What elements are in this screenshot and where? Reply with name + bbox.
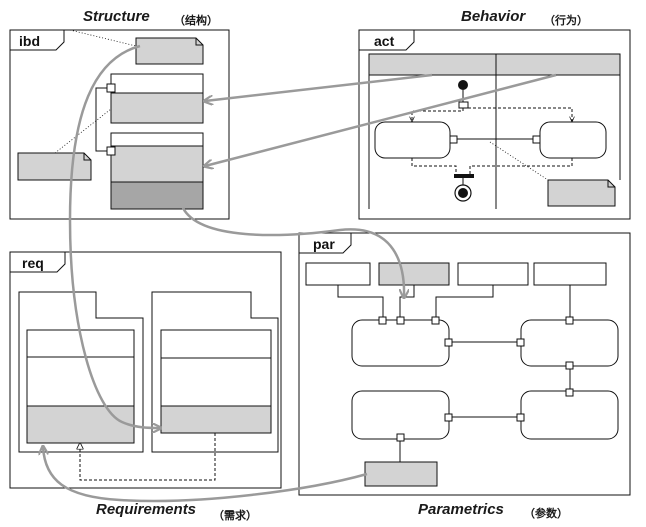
act-action-2-pin — [532, 135, 541, 144]
req-frame: req — [9, 251, 282, 489]
ibd-frame: ibd — [9, 29, 230, 220]
ibd-note-anchor-top — [69, 29, 137, 47]
act-swimlane-header-1 — [368, 53, 497, 76]
req-dependency — [80, 433, 216, 481]
arrow-act-to-ibd-part-2 — [205, 73, 557, 166]
ibd-note-top — [135, 37, 204, 65]
arrow-act-to-ibd-part-1 — [205, 73, 433, 101]
ibd-note-left — [17, 152, 92, 181]
act-frame: act — [358, 29, 631, 220]
act-frame-tab: act — [374, 33, 395, 49]
ibd-part-1-port — [106, 83, 116, 93]
act-initial-node — [458, 80, 468, 90]
par-constraint-2 — [520, 319, 619, 367]
caption-parametrics: Parametrics — [418, 501, 504, 518]
par-binding-1 — [337, 285, 384, 318]
req-requirement-1 — [18, 291, 144, 453]
act-action-1-pin — [449, 135, 458, 144]
par-constraint-3 — [351, 390, 450, 440]
caption-requirements-cn: （需求） — [213, 508, 257, 522]
caption-structure: Structure — [83, 8, 150, 25]
caption-requirements: Requirements — [96, 501, 196, 518]
cross-links — [43, 44, 557, 503]
act-flow-from-action-1 — [411, 158, 457, 175]
act-swimlane-header-2 — [495, 53, 621, 76]
arrow-ibd-to-par — [181, 207, 404, 297]
par-constraint-4 — [520, 390, 619, 440]
act-action-2 — [539, 121, 607, 159]
caption-behavior-cn: （行为） — [544, 13, 588, 27]
par-value-1 — [305, 262, 371, 286]
act-action-1 — [374, 121, 451, 159]
par-value-2 — [378, 262, 450, 286]
arrow-ibd-to-req — [68, 44, 160, 428]
act-note — [547, 179, 616, 207]
par-constraint-1 — [351, 319, 450, 367]
ibd-part-1 — [106, 73, 204, 124]
ibd-part-connector — [95, 87, 108, 152]
act-note-anchor — [489, 141, 549, 181]
ibd-frame-tab: ibd — [19, 33, 40, 49]
ibd-part-2-port — [106, 146, 116, 156]
par-binding-3 — [435, 285, 494, 318]
act-initial-pin — [458, 101, 469, 109]
par-value-4 — [533, 262, 607, 286]
par-value-bottom — [364, 461, 438, 487]
ibd-part-2 — [106, 132, 204, 210]
req-frame-tab: req — [22, 255, 44, 271]
arrow-par-to-req — [43, 447, 368, 503]
act-flow-to-action-1 — [412, 108, 464, 122]
caption-behavior: Behavior — [461, 8, 526, 25]
par-frame-tab: par — [313, 236, 335, 252]
par-value-3 — [457, 262, 529, 286]
caption-structure-cn: （结构） — [174, 13, 218, 27]
caption-parametrics-cn: （参数） — [524, 506, 568, 520]
act-join-bar — [454, 174, 474, 178]
req-requirement-2 — [151, 291, 279, 453]
par-frame: par — [298, 232, 631, 496]
